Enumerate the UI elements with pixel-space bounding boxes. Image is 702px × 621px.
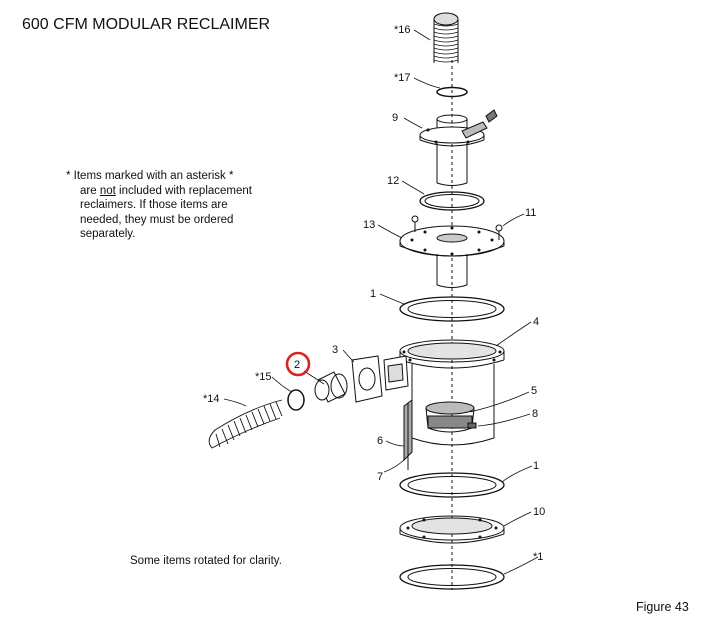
note-not-underlined: not	[99, 184, 116, 197]
part-8-fitting	[467, 422, 477, 429]
callout-17: *17	[394, 72, 411, 84]
note-line-2-a: are	[80, 184, 100, 197]
part-16-flex-hose	[433, 12, 459, 63]
callout-6: 6	[377, 435, 383, 447]
part-15-hose-clamp	[287, 389, 305, 411]
callout-11: 11	[525, 207, 536, 219]
callout-7: 7	[377, 471, 383, 483]
callout-1-lower: 1	[533, 460, 539, 472]
callout-13: 13	[363, 219, 375, 231]
part-10-bottom-flange	[399, 515, 505, 544]
note-line-2: are not included with replacement	[66, 184, 264, 199]
callout-14: *14	[203, 393, 220, 405]
part-2-elbow	[314, 371, 348, 403]
callout-12: 12	[387, 175, 399, 187]
callout-1-upper: 1	[370, 288, 376, 300]
part-5-filter	[425, 401, 475, 433]
asterisk-note: * Items marked with an asterisk * are no…	[66, 169, 264, 242]
part-4-main-body	[399, 339, 505, 446]
callout-5: 5	[531, 385, 537, 397]
part-14-flex-hose	[208, 399, 283, 449]
callout-9: 9	[392, 112, 398, 124]
part-3-inlet-flange	[351, 355, 409, 403]
callout-10: 10	[533, 506, 545, 518]
part-1-upper-gasket	[399, 296, 505, 322]
callout-8: 8	[532, 408, 538, 420]
highlight-circle-part-2	[285, 351, 311, 377]
part-9-adapter	[419, 109, 498, 186]
part-11-eye-bolts	[411, 215, 503, 240]
leader-lines	[223, 29, 539, 575]
part-1-bottom-gasket	[399, 564, 505, 590]
part-6-7-door	[403, 399, 413, 470]
part-12-gasket	[419, 191, 485, 211]
callout-3: 3	[332, 344, 338, 356]
part-17-hose-clamp	[436, 86, 468, 98]
part-1-lower-gasket	[399, 472, 505, 498]
note-line-2-b: included with replacement	[115, 184, 252, 197]
part-13-top-plate	[399, 225, 505, 288]
callout-2: 2	[294, 359, 300, 371]
diagram-title: 600 CFM MODULAR RECLAIMER	[22, 16, 271, 33]
callout-15: *15	[255, 371, 272, 383]
callout-1-bottom: *1	[533, 551, 543, 563]
note-line-5: separately.	[80, 228, 136, 241]
rotation-footnote: Some items rotated for clarity.	[130, 555, 282, 567]
note-line-1: * Items marked with an asterisk *	[66, 170, 234, 182]
figure-number: Figure 43	[636, 600, 689, 614]
callout-4: 4	[533, 316, 539, 328]
note-line-4: needed, they must be ordered	[80, 213, 234, 226]
note-line-3: reclaimers. If those items are	[80, 199, 228, 212]
callout-labels: *16 *17 9 12 13 11 1 4 3 2 *15 *14 5 8 6…	[203, 24, 545, 563]
callout-16: *16	[394, 24, 411, 36]
